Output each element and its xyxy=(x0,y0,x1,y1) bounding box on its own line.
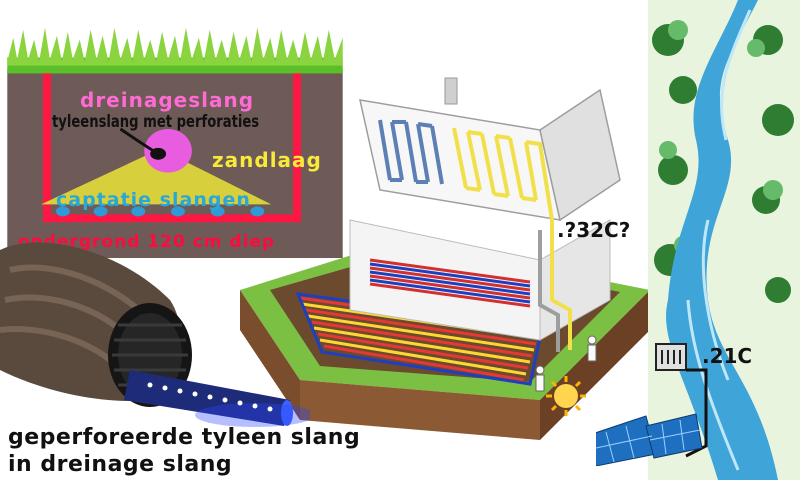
drain-pipe-label: dreinageslang xyxy=(80,88,255,112)
pipe-caption-line2: in dreinage slang xyxy=(8,452,233,477)
soil-cross-section xyxy=(7,27,343,259)
house-walls xyxy=(349,219,611,341)
capture-pipe-dots xyxy=(55,206,265,217)
people-figures xyxy=(535,335,597,392)
depth-label: ondergrond 120 cm diep xyxy=(18,232,276,252)
roof-collector-pipes xyxy=(378,119,554,221)
sand-layer-label: zandlaag xyxy=(212,148,322,172)
pipe-perforations xyxy=(147,382,273,412)
heat-pump-unit xyxy=(596,343,708,466)
sun-icon xyxy=(546,376,586,416)
perforated-pipe-label: tyleenslang met perforaties xyxy=(52,112,260,132)
sand-layer-shape xyxy=(41,148,272,205)
pump-to-panel-cable xyxy=(685,368,708,458)
pipe-photo xyxy=(0,242,310,427)
floor-heat-pipes xyxy=(369,258,531,308)
capture-pipes-label: captatie slangen xyxy=(56,189,251,211)
pipe-caption-line1: geperforeerde tyleen slang xyxy=(8,425,361,450)
trench-outline xyxy=(43,73,302,223)
blue-inner-pipe xyxy=(124,370,310,427)
supply-temperature-label: .?32C? xyxy=(557,218,631,242)
ground-temperature-label: .21C xyxy=(702,344,753,368)
supply-pipes xyxy=(538,220,572,352)
solar-panels xyxy=(596,413,703,466)
river-water xyxy=(666,0,778,480)
house-heating-diagram xyxy=(240,77,650,440)
perforated-pipe-shape xyxy=(150,147,167,160)
river-trees xyxy=(652,24,794,303)
pump-vents xyxy=(661,350,681,364)
pump-box xyxy=(655,343,687,371)
drain-pipe-shape xyxy=(144,129,192,173)
roof xyxy=(359,77,621,222)
river-illustration xyxy=(648,0,800,480)
grass-strip xyxy=(7,27,343,74)
